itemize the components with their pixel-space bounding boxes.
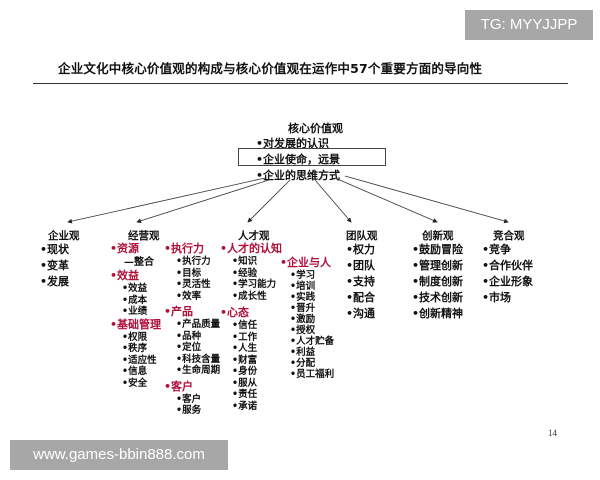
group-customer: •客户 <box>164 379 194 393</box>
list-item: •财富 <box>232 354 258 366</box>
watermark-top: TG: MYYJJPP <box>465 10 593 40</box>
category-talent-view: 人才观 <box>238 230 270 242</box>
list-item: •信息 <box>122 366 148 377</box>
list-item: •科技含量 <box>176 353 221 365</box>
group-resources: •资源 <box>110 242 140 255</box>
coopetition-view-list: •竞争 •合作伙伴 •企业形象 •市场 <box>482 242 533 306</box>
page-number: 14 <box>548 428 557 438</box>
list-item: •竞争 <box>482 243 512 256</box>
list-item: •成本 <box>122 294 148 306</box>
talent-view-col2: •企业与人 •学习 •培训 •实践 •晋升 •激励 •授权 •人才贮备 •利益 … <box>280 256 334 380</box>
list-item: •效率 <box>176 290 202 302</box>
core-item-development: •对发展的认识 <box>256 137 330 150</box>
category-coopetition-view: 竞合观 <box>493 230 525 242</box>
list-item: •沟通 <box>346 307 376 320</box>
list-item: •目标 <box>176 267 202 279</box>
core-item-mission: •企业使命，远景 <box>256 153 341 166</box>
list-item: •技术创新 <box>412 291 464 304</box>
list-item: •权限 <box>122 331 148 343</box>
business-view-col2: •执行力 •执行力 •目标 •灵活性 •效率 •产品 •产品质量 •品种 •定位… <box>164 242 220 417</box>
innovation-view-list: •鼓励冒险 •管理创新 •制度创新 •技术创新 •创新精神 <box>412 242 463 322</box>
group-execution: •执行力 <box>164 242 205 255</box>
list-item: •晋升 <box>290 303 316 314</box>
business-view-col1: •资源 —整合 •效益 •效益 •成本 •业绩 •基础管理 •权限 •秩序 •适… <box>110 242 161 389</box>
list-item: •市场 <box>482 291 512 304</box>
page-title: 企业文化中核心价值观的构成与核心价值观在运作中57个重要方面的导向性 <box>58 61 483 76</box>
list-item: •秩序 <box>122 343 148 354</box>
list-item: •配合 <box>346 291 376 304</box>
list-item: •业绩 <box>122 306 148 317</box>
list-item: •经验 <box>232 267 258 279</box>
group-product: •产品 <box>164 305 194 318</box>
list-item: •信任 <box>232 320 258 331</box>
list-item: •激励 <box>290 314 316 325</box>
category-business-view: 经营观 <box>128 230 160 242</box>
list-item: •身份 <box>232 366 258 377</box>
list-item: •实践 <box>290 292 316 303</box>
list-item: •人才贮备 <box>290 336 335 347</box>
list-item: •适应性 <box>122 354 157 366</box>
list-item: •产品质量 <box>176 319 221 330</box>
list-item: •支持 <box>346 275 376 288</box>
list-item: •客户 <box>176 393 202 405</box>
list-item: •权力 <box>346 243 376 256</box>
list-item: •现状 <box>40 243 70 256</box>
list-item: •发展 <box>40 275 70 288</box>
enterprise-view-list: •现状 •变革 •发展 <box>40 242 69 290</box>
list-item: •服务 <box>176 405 202 416</box>
watermark-bottom: www.games-bbin888.com <box>10 440 228 470</box>
list-item: •灵活性 <box>176 279 211 290</box>
list-item: •效益 <box>122 283 148 294</box>
group-efficiency: •效益 <box>110 269 140 282</box>
group-talent-recognition: •人才的认知 <box>220 242 283 255</box>
core-item-thinking: •企业的思维方式 <box>256 169 341 182</box>
list-item: •员工福利 <box>290 369 335 380</box>
highlight-box <box>238 148 386 166</box>
group-mindset: •心态 <box>220 306 250 319</box>
list-item: •安全 <box>122 377 148 389</box>
list-item: •定位 <box>176 342 202 353</box>
title-divider <box>33 83 568 84</box>
list-item: •团队 <box>346 259 376 272</box>
list-item: •工作 <box>232 331 258 343</box>
list-item: •创新精神 <box>412 307 464 320</box>
category-enterprise-view: 企业观 <box>48 230 80 242</box>
list-item: •制度创新 <box>412 275 464 288</box>
talent-view-col1: •人才的认知 •知识 •经验 •学习能力 •成长性 •心态 •信任 •工作 •人… <box>220 242 282 412</box>
list-item: •人生 <box>232 343 258 354</box>
list-item: •执行力 <box>176 256 211 267</box>
list-item: •学习 <box>290 270 316 281</box>
group-enterprise-and-people: •企业与人 <box>280 256 332 269</box>
category-innovation-view: 创新观 <box>422 230 454 242</box>
list-item: •承诺 <box>232 400 258 412</box>
list-item: •授权 <box>290 325 316 336</box>
list-item: •成长性 <box>232 290 267 302</box>
category-team-view: 团队观 <box>346 230 378 242</box>
list-item: •企业形象 <box>482 275 534 288</box>
list-item: •责任 <box>232 389 258 400</box>
list-item: •合作伙伴 <box>482 259 534 272</box>
team-view-list: •权力 •团队 •支持 •配合 •沟通 <box>346 242 375 322</box>
core-values-title: 核心价值观 <box>288 122 343 135</box>
list-item: •鼓励冒险 <box>412 243 464 256</box>
list-item: —整合 <box>124 257 154 268</box>
list-item: •服从 <box>232 377 258 389</box>
list-item: •培训 <box>290 281 316 292</box>
list-item: •品种 <box>176 330 202 342</box>
list-item: •生命周期 <box>176 365 221 376</box>
list-item: •知识 <box>232 256 258 267</box>
list-item: •管理创新 <box>412 259 464 272</box>
list-item: •变革 <box>40 259 70 272</box>
list-item: •分配 <box>290 358 316 369</box>
list-item: •利益 <box>290 347 316 358</box>
list-item: •学习能力 <box>232 279 277 290</box>
group-basic-management: •基础管理 <box>110 317 162 331</box>
